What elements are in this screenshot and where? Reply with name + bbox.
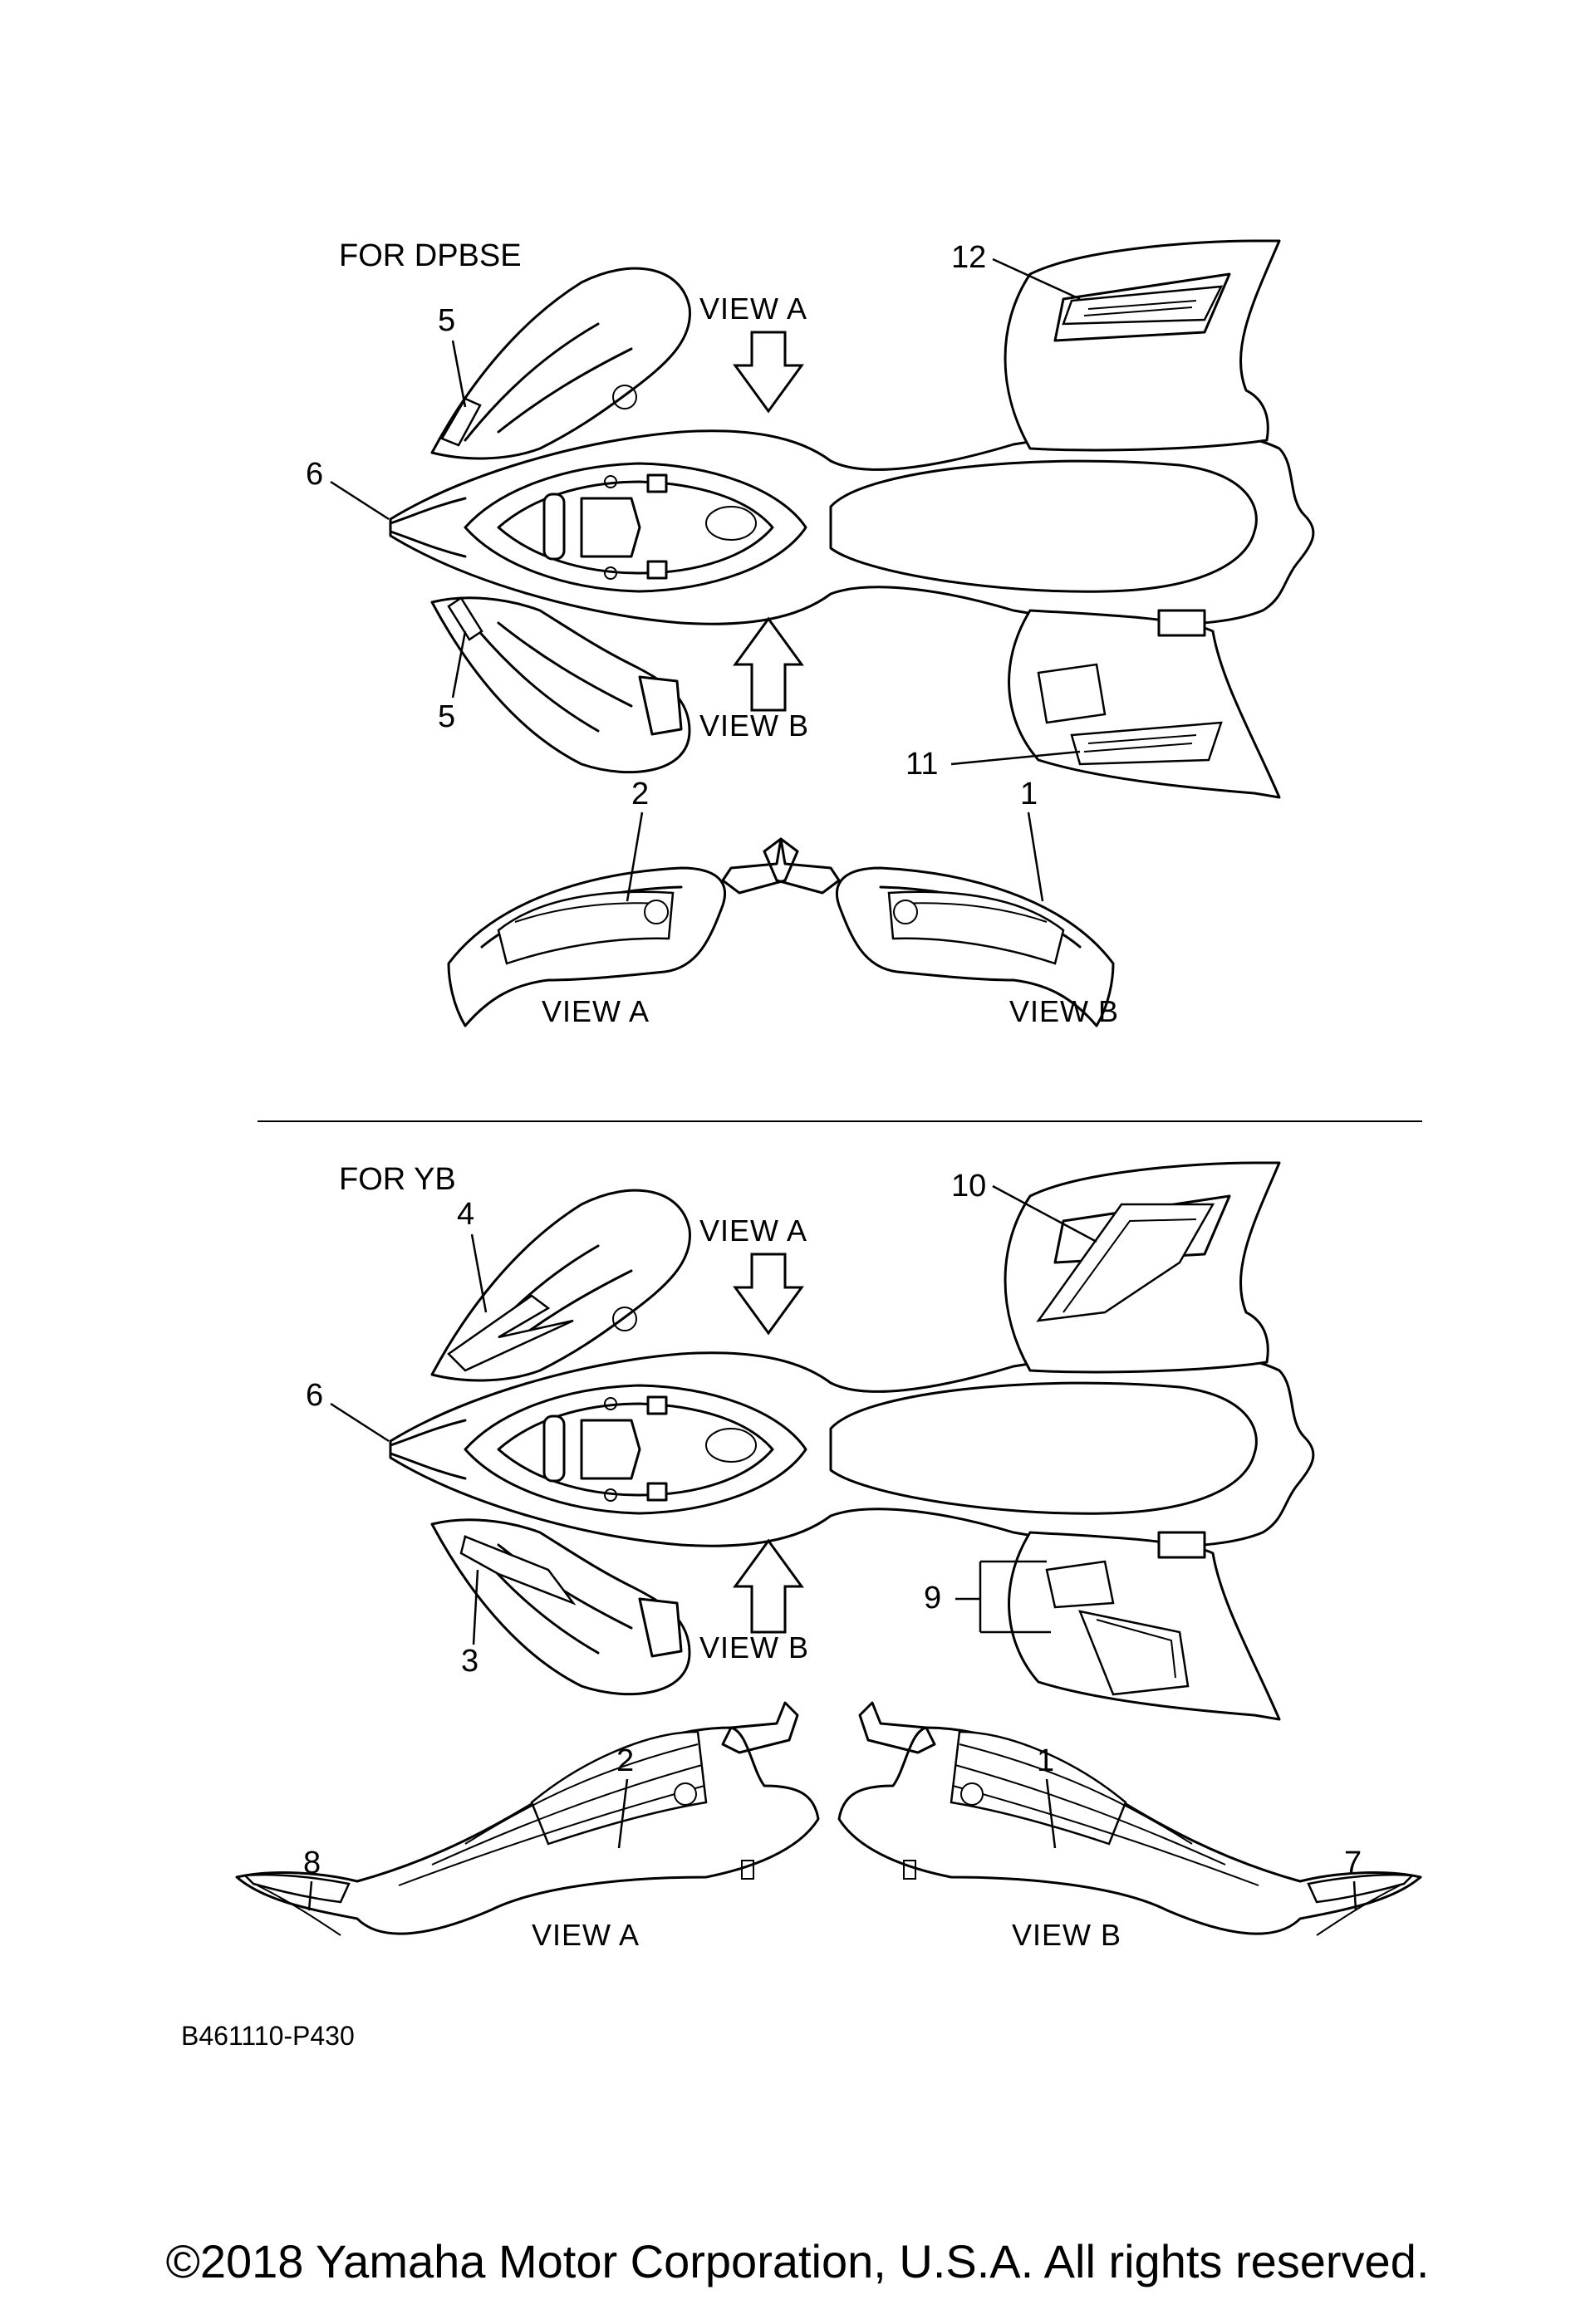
callout: 6 <box>306 457 323 492</box>
callout: 5 <box>438 699 455 734</box>
callout: 8 <box>303 1846 321 1880</box>
callout: 3 <box>461 1644 478 1679</box>
decal-3 <box>459 1535 577 1606</box>
callout: 2 <box>616 1743 634 1778</box>
callout: 1 <box>1020 777 1038 811</box>
decal-5-right <box>447 596 483 641</box>
callout: 2 <box>631 777 649 811</box>
callout: 12 <box>951 240 986 275</box>
callout: 6 <box>306 1378 323 1413</box>
callout: 9 <box>924 1581 941 1616</box>
view-a-label: VIEW A <box>699 1213 807 1248</box>
decal-4 <box>447 1294 574 1372</box>
side-view-b-label: VIEW B <box>1009 994 1119 1028</box>
callout: 11 <box>905 747 938 782</box>
section-dpbse: FOR DPBSE VIEW A VIEW B 12 5 6 5 11 <box>306 238 1315 1028</box>
section-title: FOR YB <box>339 1162 456 1197</box>
callout: 5 <box>438 303 455 338</box>
view-b-label: VIEW B <box>699 708 809 743</box>
view-a-arrow <box>733 331 804 414</box>
side-view-b-label: VIEW B <box>1012 1918 1121 1952</box>
copyright-notice: ©2018 Yamaha Motor Corporation, U.S.A. A… <box>166 2235 1430 2287</box>
decal-2 <box>497 890 675 965</box>
callout: 4 <box>457 1197 474 1232</box>
rear-side-view-a <box>235 1701 820 1936</box>
decal-10 <box>1036 1203 1215 1322</box>
rear-side-view-b <box>837 1701 1422 1936</box>
side-view-a-label: VIEW A <box>542 994 650 1028</box>
diagram-code: B461110-P430 <box>181 2021 355 2051</box>
decal-7 <box>1307 1873 1415 1904</box>
decal-2 <box>530 1730 708 1846</box>
section-title: FOR DPBSE <box>339 238 522 273</box>
section-yb: FOR YB VIEW A VIEW B 10 4 6 3 9 <box>235 1161 1422 1952</box>
decal-1 <box>887 890 1065 965</box>
decal-9 <box>1045 1560 1115 1609</box>
view-b-label: VIEW B <box>699 1630 809 1665</box>
decal-1 <box>950 1730 1127 1846</box>
side-view-a-label: VIEW A <box>532 1918 640 1952</box>
callout: 10 <box>951 1169 986 1204</box>
view-b-arrow <box>733 616 804 712</box>
view-b-arrow <box>733 1538 804 1634</box>
decal-5-left <box>440 397 482 447</box>
callout: 7 <box>1344 1846 1362 1880</box>
view-a-arrow <box>733 1253 804 1336</box>
callout: 1 <box>1037 1743 1054 1778</box>
decal-8 <box>243 1873 351 1904</box>
decal-11 <box>1070 721 1223 766</box>
atv-top-view <box>389 239 1315 799</box>
view-a-label: VIEW A <box>699 292 807 326</box>
